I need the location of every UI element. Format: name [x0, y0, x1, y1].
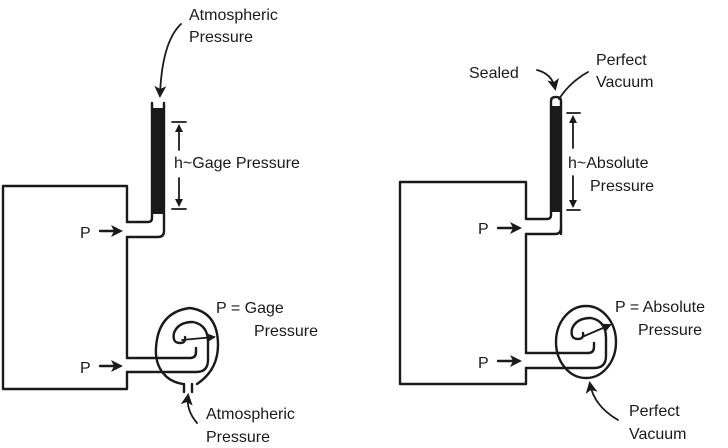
manometer-absolute: [524, 95, 563, 236]
gauge-pointer-left: [181, 333, 216, 342]
abs-height-label-1: h~Absolute: [568, 155, 649, 172]
atm-label-bottom-2: Pressure: [206, 429, 270, 446]
tank-left: [1, 184, 129, 391]
abs-height-label-2: Pressure: [590, 178, 654, 195]
bourdon-gauge-gage: [125, 306, 220, 394]
gage-reading-1: P = Gage: [216, 300, 284, 317]
atm-label-top-2: Pressure: [189, 29, 253, 46]
inlet-p-lower-right: P: [478, 355, 489, 372]
atm-arrow-bottom: [180, 393, 198, 424]
vacuum-label-bottom-2: Vacuum: [629, 426, 687, 443]
vacuum-arrow-bottom: [585, 381, 619, 421]
vacuum-label-top-1: Perfect: [596, 52, 647, 69]
vacuum-label-top-2: Vacuum: [596, 74, 654, 91]
gage-height-label: h~Gage Pressure: [174, 155, 300, 172]
inlet-p-upper-right: P: [478, 221, 489, 238]
bourdon-gauge-absolute: [524, 304, 618, 380]
tank-right: [398, 180, 528, 386]
gage-reading-2: Pressure: [254, 323, 318, 340]
atm-label-top-1: Atmospheric: [189, 7, 278, 24]
inlet-p-upper-left: P: [80, 225, 91, 242]
gauge-pointer-right: [581, 323, 612, 338]
vacuum-label-bottom-1: Perfect: [629, 403, 680, 420]
right-panel: h~Absolute Pressure Sealed Perfect Vacuu…: [398, 52, 705, 443]
atm-arrow-top: [154, 23, 182, 98]
sealed-label: Sealed: [469, 65, 519, 82]
left-panel: h~Gage Pressure Atmospheric Pressure P P…: [1, 7, 318, 446]
height-dimension-right: [566, 112, 581, 211]
manometer-gage: [125, 101, 166, 239]
vacuum-space: [554, 100, 559, 106]
inlet-p-lower-left: P: [80, 360, 91, 377]
abs-reading-2: Pressure: [638, 322, 702, 339]
abs-reading-1: P = Absolute: [615, 299, 705, 316]
mercury-column-abs: [552, 106, 560, 212]
mercury-column: [153, 108, 163, 214]
atm-label-bottom-1: Atmospheric: [206, 406, 295, 423]
height-dimension-left: [171, 121, 187, 210]
sealed-arrow: [536, 69, 559, 91]
vacuum-pointer-line: [558, 71, 589, 100]
